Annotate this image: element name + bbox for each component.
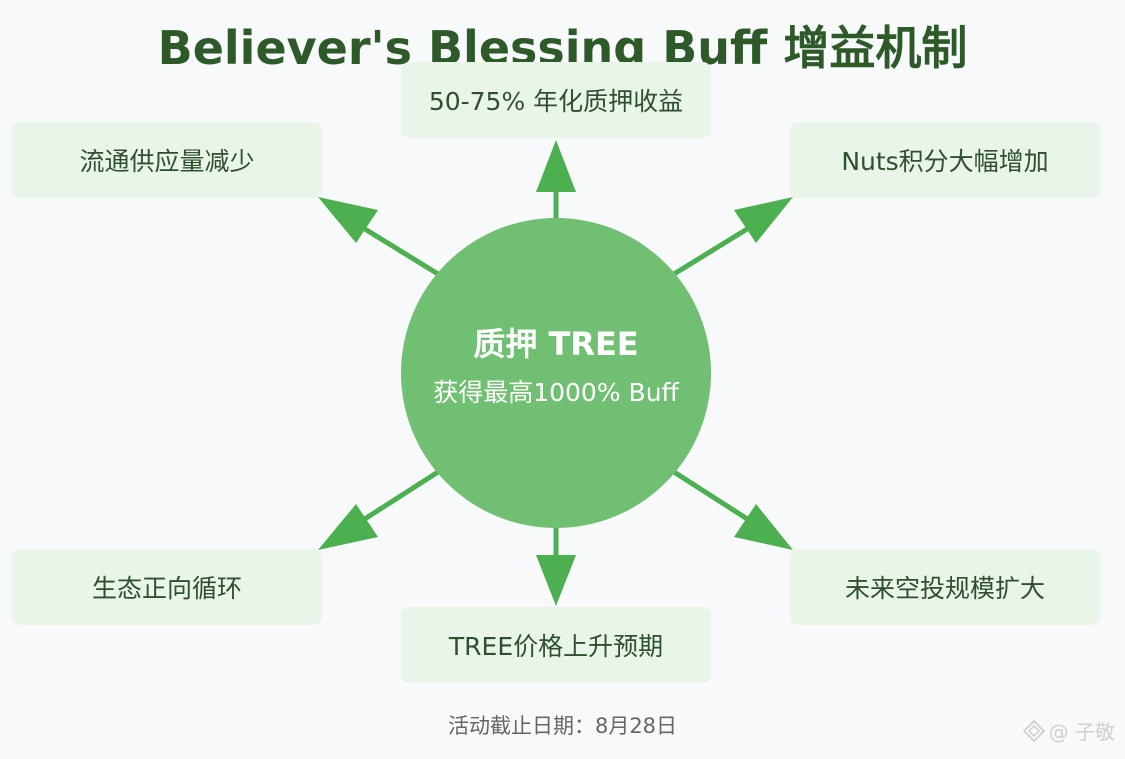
node-bottom: TREE价格上升预期 — [401, 607, 711, 683]
node-bottom-label: TREE价格上升预期 — [448, 632, 664, 661]
arrow-top-right — [672, 197, 793, 277]
arrow-bottom-right — [672, 469, 793, 550]
node-top-right-label: Nuts积分大幅增加 — [841, 147, 1049, 176]
node-top-left-label: 流通供应量减少 — [79, 147, 255, 176]
deadline-footer: 活动截止日期：8月28日 — [447, 714, 678, 738]
center-hub: 质押 TREE 获得最高1000% Buff — [401, 218, 711, 528]
node-bottom-left-label: 生态正向循环 — [91, 574, 242, 603]
node-top-right: Nuts积分大幅增加 — [790, 122, 1100, 198]
node-top-left: 流通供应量减少 — [12, 122, 322, 198]
watermark: @ 子敬 — [1022, 716, 1115, 745]
node-top-label: 50-75% 年化质押收益 — [428, 87, 684, 116]
hub-title: 质押 TREE — [473, 325, 639, 363]
diamond-logo-icon — [1022, 719, 1045, 742]
arrow-bottom-left — [318, 469, 440, 550]
node-bottom-right-label: 未来空投规模扩大 — [844, 574, 1045, 603]
arrow-top — [536, 140, 576, 218]
watermark-text: @ 子敬 — [1048, 720, 1115, 744]
arrow-bottom — [536, 528, 576, 606]
arrow-top-left — [318, 197, 440, 277]
node-top: 50-75% 年化质押收益 — [401, 62, 711, 138]
node-bottom-right: 未来空投规模扩大 — [790, 549, 1100, 625]
hub-subtitle: 获得最高1000% Buff — [433, 378, 679, 407]
node-bottom-left: 生态正向循环 — [12, 549, 322, 625]
